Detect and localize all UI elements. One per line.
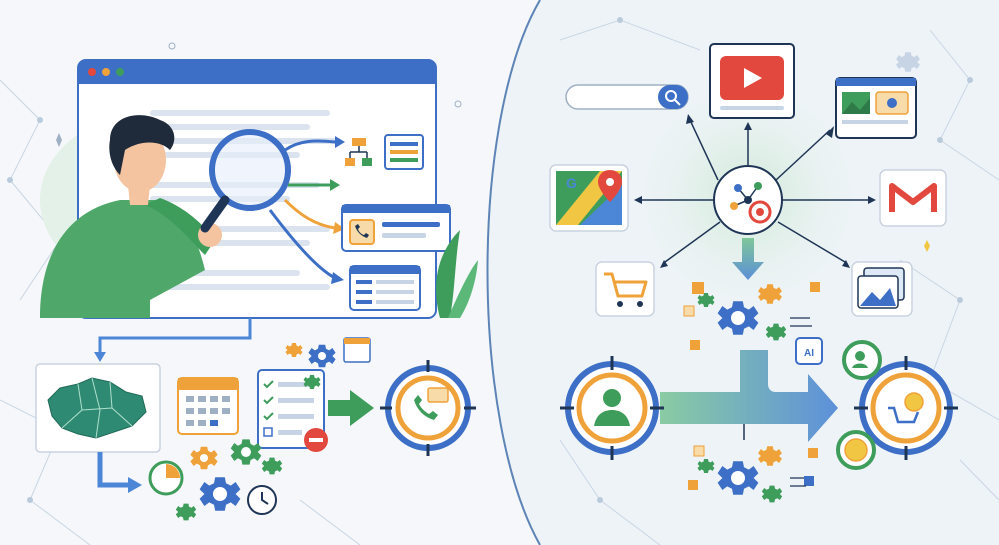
- gears-cluster-right-top: [683, 282, 820, 350]
- pie-chart-icon: [148, 460, 184, 496]
- network-target-hub: [713, 165, 783, 235]
- cart-icon: [888, 406, 920, 424]
- hub-spokes: [640, 119, 870, 263]
- region-map-card: [35, 363, 161, 453]
- arrow-heads: [330, 136, 345, 284]
- map-pin-letter: G: [566, 175, 577, 191]
- flow-connector: [98, 318, 252, 355]
- sitemap-card: [345, 134, 424, 170]
- plant-decoration: [436, 230, 478, 318]
- dollar-badge-icon: [836, 430, 876, 470]
- phone-icon: [414, 395, 438, 420]
- user-icon: [603, 389, 621, 407]
- magnifying-glass-icon: [200, 129, 291, 233]
- close-dot-icon: [88, 68, 96, 76]
- spoke-arrowheads: [634, 114, 876, 268]
- calendar-icon: [177, 377, 239, 435]
- phone-target-icon: [380, 360, 476, 456]
- chat-bubble-icon: [427, 387, 449, 403]
- play-icon: [744, 68, 762, 88]
- shopping-cart-icon: [595, 261, 655, 317]
- maximize-dot-icon: [116, 68, 124, 76]
- panel-divider: [486, 0, 541, 545]
- photos-icon: [851, 261, 913, 317]
- checklist-icon: [257, 369, 328, 452]
- ai-label: AI: [804, 348, 814, 359]
- flow-arrow-icon: [660, 350, 838, 442]
- search-bar: [565, 84, 689, 110]
- data-table-card: [349, 265, 421, 311]
- coin-icon: [904, 392, 924, 412]
- user-target-icon: [560, 356, 664, 460]
- down-arrow-icon: [732, 238, 764, 280]
- map-to-gears-arrow: [97, 452, 130, 488]
- clock-icon: [247, 485, 277, 515]
- search-icon: [665, 90, 677, 102]
- sparkles: [56, 42, 930, 252]
- commerce-target-icon: [854, 356, 958, 460]
- email-icon: [879, 169, 947, 227]
- user-check-badge-icon: [842, 340, 882, 380]
- phone-icon: [355, 224, 369, 238]
- contact-card: [341, 204, 451, 252]
- hair: [109, 115, 175, 175]
- person-figure: [40, 115, 222, 318]
- gears-cluster-left: [175, 343, 336, 521]
- video-card: [709, 43, 795, 119]
- maps-icon: G: [549, 164, 629, 232]
- minimize-dot-icon: [102, 68, 110, 76]
- output-arrows: [268, 139, 336, 280]
- small-calendar-icon: [343, 337, 371, 363]
- ai-chip-icon: AI: [795, 337, 823, 365]
- image-website-card: [835, 77, 917, 139]
- green-arrow-icon: [328, 390, 374, 426]
- gears-cluster-right-bottom: [688, 424, 818, 503]
